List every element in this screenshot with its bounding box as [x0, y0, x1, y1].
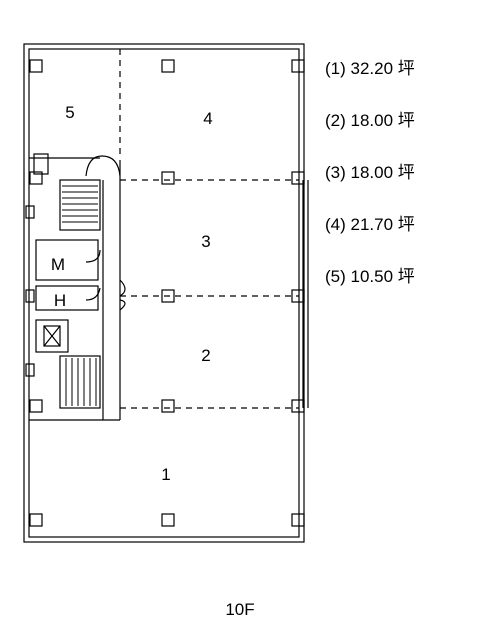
stairs-bottom — [59, 355, 101, 409]
area-list: (1) 32.20 坪 (2) 18.00 坪 (3) 18.00 坪 (4) … — [325, 56, 475, 316]
m-room — [35, 239, 99, 281]
elevator — [35, 319, 69, 353]
room-5-label: 5 — [65, 103, 74, 122]
inner-wall — [28, 48, 300, 538]
h-room-label: H — [54, 291, 66, 310]
area-3: (3) 18.00 坪 — [325, 163, 415, 182]
stairs-top — [59, 179, 101, 231]
h-room — [35, 285, 99, 311]
area-1: (1) 32.20 坪 — [325, 59, 415, 78]
floor-label: 10F — [225, 600, 255, 619]
room-1-label: 1 — [161, 465, 170, 484]
m-room-label: M — [51, 255, 65, 274]
room-3-label: 3 — [201, 232, 210, 251]
room-4-label: 4 — [203, 109, 212, 128]
area-4: (4) 21.70 坪 — [325, 215, 415, 234]
room-2-label: 2 — [201, 346, 210, 365]
area-5: (5) 10.50 坪 — [325, 267, 415, 286]
area-2: (2) 18.00 坪 — [325, 111, 415, 130]
door-arc-top — [85, 155, 121, 177]
columns — [25, 59, 305, 527]
